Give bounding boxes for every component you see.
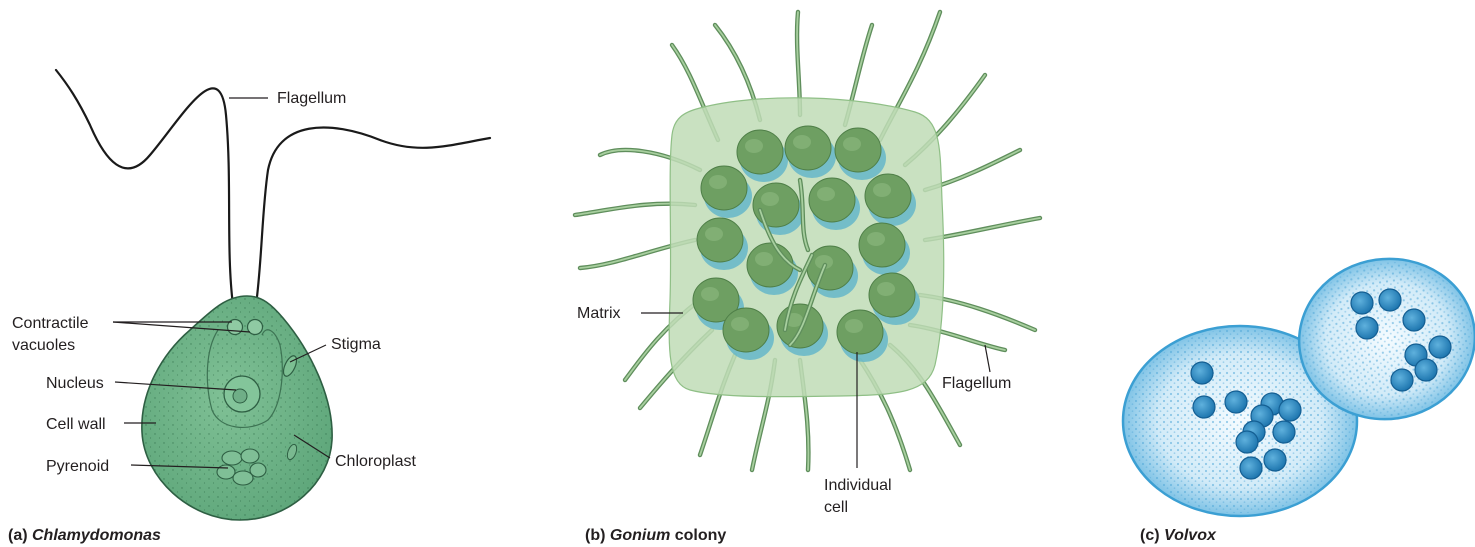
gonium-individual-cell (701, 166, 747, 210)
volvox-daughter-colony (1351, 292, 1373, 314)
volvox-daughter-colony (1379, 289, 1401, 311)
gonium-cell-highlight (793, 135, 811, 149)
gonium-cell-highlight (867, 232, 885, 246)
label-vacuoles: vacuoles (12, 337, 75, 354)
label-individual: Individual (824, 477, 892, 494)
gonium-individual-cell (753, 183, 799, 227)
volvox-daughter-colony (1193, 396, 1215, 418)
label-nucleus: Nucleus (46, 375, 104, 392)
nucleolus-shape (233, 389, 247, 403)
gonium-individual-cell (723, 308, 769, 352)
label-stigma: Stigma (331, 336, 381, 353)
volvox-daughter-colony (1273, 421, 1295, 443)
gonium-individual-cell (697, 218, 743, 262)
gonium-cell-highlight (817, 187, 835, 201)
volvox-daughter-colony (1236, 431, 1258, 453)
gonium-individual-cell (807, 246, 853, 290)
gonium-individual-cell (785, 126, 831, 170)
flagellum-left (56, 70, 233, 305)
gonium-individual-cell (809, 178, 855, 222)
volvox-daughter-colony (1191, 362, 1213, 384)
gonium-cell-highlight (755, 252, 773, 266)
label-matrix: Matrix (577, 305, 621, 322)
gonium-cell-highlight (745, 139, 763, 153)
label-cell-wall: Cell wall (46, 416, 106, 433)
gonium-individual-cell (859, 223, 905, 267)
gonium-individual-cell (747, 243, 793, 287)
gonium-cell-highlight (731, 317, 749, 331)
label-pyrenoid: Pyrenoid (46, 458, 109, 475)
caption-c: (c) Volvox (1140, 527, 1217, 544)
label-contractile: Contractile (12, 315, 89, 332)
gonium-individual-cell (837, 310, 883, 354)
flagellum-right (256, 128, 490, 305)
label-flagellum-a: Flagellum (277, 90, 346, 107)
panel-a-chlamydomonas: Flagellum Contractile vacuoles Stigma Nu… (8, 70, 490, 544)
volvox-daughter-colony (1429, 336, 1451, 358)
gonium-cell-highlight (761, 192, 779, 206)
caption-b: (b) Gonium colony (585, 527, 726, 544)
gonium-cell-highlight (701, 287, 719, 301)
gonium-cell-highlight (845, 319, 863, 333)
gonium-cell-highlight (705, 227, 723, 241)
volvox-daughter-colony (1391, 369, 1413, 391)
label-chloroplast: Chloroplast (335, 453, 416, 470)
volvox-daughter-colony (1240, 457, 1262, 479)
caption-a: (a) Chlamydomonas (8, 527, 161, 544)
gonium-cell-highlight (843, 137, 861, 151)
label-cell: cell (824, 499, 848, 516)
panel-b-gonium-colony: Matrix Flagellum Individual cell (b) Gon… (575, 12, 1040, 544)
gonium-cell-highlight (873, 183, 891, 197)
volvox-daughter-colony (1279, 399, 1301, 421)
volvox-daughter-colony (1415, 359, 1437, 381)
volvox-daughter-colony (1356, 317, 1378, 339)
gonium-cell-highlight (877, 282, 895, 296)
gonium-cell-highlight (709, 175, 727, 189)
label-flagellum-b: Flagellum (942, 375, 1011, 392)
volvox-daughter-colony (1225, 391, 1247, 413)
gonium-individual-cell (835, 128, 881, 172)
panel-c-volvox: (c) Volvox (1123, 248, 1475, 544)
gonium-individual-cell (737, 130, 783, 174)
gonium-individual-cell (869, 273, 915, 317)
gonium-individual-cell (865, 174, 911, 218)
volvox-daughter-colony (1403, 309, 1425, 331)
volvox-daughter-colony (1264, 449, 1286, 471)
